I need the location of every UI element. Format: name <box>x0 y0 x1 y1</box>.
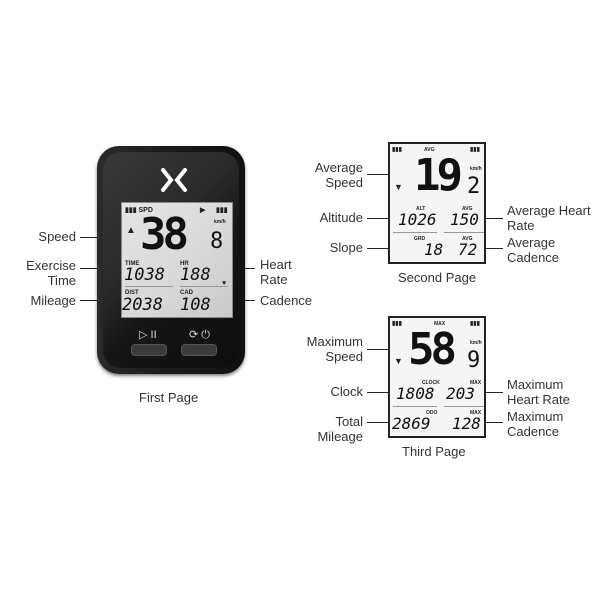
label-average-heart-rate: Average Heart Rate <box>507 203 591 233</box>
first-page-caption: First Page <box>139 390 199 405</box>
avg-cad-label: AVG <box>462 236 473 242</box>
max-hr-value: 203 <box>446 384 475 403</box>
avg-hr-label: AVG <box>462 206 473 212</box>
clock-label: CLOCK <box>422 380 440 386</box>
alt-label: ALT <box>416 206 426 212</box>
label-maximum-cadence: Maximum Cadence <box>507 409 564 439</box>
gps-signal-icon: ▮▮▮ <box>392 321 402 327</box>
alt-value: 1026 <box>398 210 437 229</box>
speed-unit: km/h <box>214 219 226 225</box>
odo-label: ODO <box>426 410 438 416</box>
label-altitude: Altitude <box>319 210 363 225</box>
dist-label: DIST <box>125 290 139 296</box>
bike-computer-device: ▮▮▮ SPD ▶ ▮▮▮ ▲ 38 km/h 8 TIME 1038 HR 1… <box>97 146 245 374</box>
max-speed-decimal: 9 <box>467 348 481 373</box>
label-speed: Speed <box>38 229 76 244</box>
trend-down-icon: ▼ <box>394 356 403 366</box>
trend-up-icon: ▲ <box>126 225 136 236</box>
hr-label: HR <box>180 261 189 267</box>
refresh-power-icon: ⟳ ⏻ <box>189 329 210 341</box>
cad-value: 108 <box>180 295 211 315</box>
label-clock: Clock <box>330 384 363 399</box>
speed-unit: km/h <box>470 340 482 346</box>
max-cad-value: 128 <box>452 414 481 433</box>
hr-value: 188 <box>180 265 211 285</box>
max-cad-label: MAX <box>470 410 482 416</box>
third-page-caption: Third Page <box>402 444 466 459</box>
label-exercise-time: Exercise Time <box>26 258 76 288</box>
label-slope: Slope <box>329 240 363 255</box>
label-maximum-speed: Maximum Speed <box>306 334 363 364</box>
label-average-cadence: Average Cadence <box>507 235 560 265</box>
speed-unit: km/h <box>470 166 482 172</box>
speed-big-value: 38 <box>140 209 189 260</box>
start-pause-button[interactable] <box>131 344 167 356</box>
label-cadence: Cadence <box>260 293 313 308</box>
battery-icon: ▮▮▮ <box>216 207 228 214</box>
mode-label: AVG <box>424 147 435 153</box>
avg-cad-value: 72 <box>458 240 478 259</box>
play-pause-icon: ▷ II <box>139 329 157 341</box>
cad-label: CAD <box>180 290 193 296</box>
label-mileage: Mileage <box>30 293 76 308</box>
grd-value: 18 <box>424 240 444 259</box>
mode-label: MAX <box>434 321 446 327</box>
avg-hr-value: 150 <box>450 210 479 229</box>
page-power-button[interactable] <box>181 344 217 356</box>
max-hr-label: MAX <box>470 380 482 386</box>
odo-value: 2869 <box>392 414 431 433</box>
second-page-caption: Second Page <box>398 270 477 285</box>
second-page-screen: ▮▮▮ AVG ▮▮▮ ▼ 19 km/h 2 ALT 1026 AVG 150… <box>388 142 486 264</box>
label-total-mileage: Total Mileage <box>317 414 363 444</box>
play-indicator-icon: ▶ <box>200 207 206 214</box>
gps-status: ▮▮▮ SPD <box>125 207 153 214</box>
clock-value: 1808 <box>396 384 435 403</box>
xoss-logo-icon <box>161 168 187 192</box>
speed-decimal-value: 8 <box>210 229 224 254</box>
battery-icon: ▮▮▮ <box>470 147 480 153</box>
label-average-speed: Average Speed <box>314 160 363 190</box>
battery-icon: ▮▮▮ <box>470 321 480 327</box>
avg-speed-decimal: 2 <box>467 174 481 199</box>
grd-label: GRD <box>414 236 426 242</box>
third-page-screen: ▮▮▮ MAX ▮▮▮ ▼ 58 km/h 9 CLOCK 1808 MAX 2… <box>388 316 486 438</box>
time-value: 1038 <box>124 265 165 285</box>
label-maximum-heart-rate: Maximum Heart Rate <box>507 377 570 407</box>
dist-value: 2038 <box>122 295 163 315</box>
heart-icon: ♥ <box>222 280 227 287</box>
max-speed-big: 58 <box>408 324 457 375</box>
label-heart-rate: Heart Rate <box>260 257 292 287</box>
device-screen: ▮▮▮ SPD ▶ ▮▮▮ ▲ 38 km/h 8 TIME 1038 HR 1… <box>121 202 233 318</box>
trend-down-icon: ▼ <box>394 182 403 192</box>
gps-signal-icon: ▮▮▮ <box>392 147 402 153</box>
avg-speed-big: 19 <box>414 150 463 201</box>
time-label: TIME <box>125 261 140 267</box>
